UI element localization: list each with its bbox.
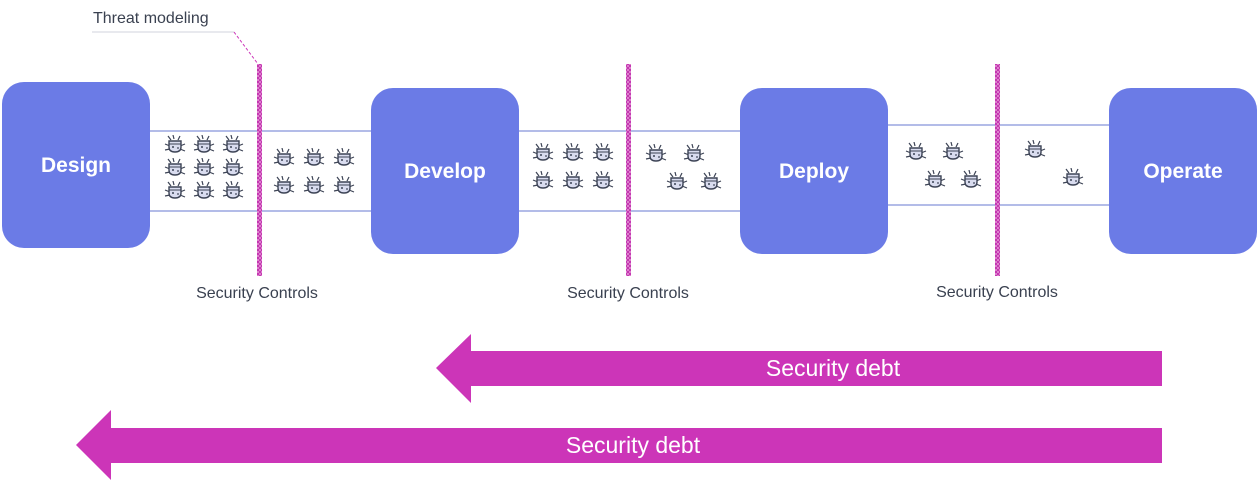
stage-develop: Develop [371,88,519,254]
bug-icon [222,181,244,199]
bug-group-deploy-after [1024,140,1084,186]
bug-icon [683,144,705,162]
bug-icon [193,158,215,176]
bug-group-develop-before [532,143,614,189]
bug-icon [164,181,186,199]
bug-group-design-before [164,135,244,199]
bug-icon [1062,168,1084,186]
threat-modeling-label: Threat modeling [93,10,209,27]
bug-icon [333,176,355,194]
bug-icon [562,143,584,161]
bug-icon [562,171,584,189]
stage-deploy: Deploy [740,88,888,254]
security-control-barrier-1 [257,64,262,276]
bug-group-design-after [273,148,355,194]
bug-icon [222,135,244,153]
security-control-barrier-3 [995,64,1000,276]
bug-icon [924,170,946,188]
security-control-barrier-2 [626,64,631,276]
bug-icon [700,172,722,190]
bug-icon [960,170,982,188]
bug-group-develop-after [645,144,722,190]
bug-icon [942,142,964,160]
bug-group-deploy-before [905,142,982,188]
bug-icon [592,143,614,161]
threat-modeling-annotation: Threat modeling [92,10,259,65]
bug-icon [1024,140,1046,158]
bug-icon [645,144,667,162]
bug-icon [592,171,614,189]
bug-icon [273,148,295,166]
security-debt-label-short: Security debt [766,355,901,381]
security-controls-label-3: Security Controls [936,284,1058,301]
bug-icon [193,135,215,153]
security-debt-arrow-short: Security debt [436,334,1162,403]
security-debt-arrow-long: Security debt [76,410,1162,480]
bug-icon [164,135,186,153]
bug-icon [193,181,215,199]
stage-design: Design [2,82,150,248]
stage-operate: Operate [1109,88,1257,254]
stage-design-label: Design [41,154,111,177]
security-debt-label-long: Security debt [566,432,701,458]
bug-icon [222,158,244,176]
bug-icon [666,172,688,190]
bug-icon [303,148,325,166]
bug-icon [333,148,355,166]
stage-operate-label: Operate [1143,160,1222,183]
bug-icon [905,142,927,160]
bug-icon [303,176,325,194]
security-controls-label-2: Security Controls [567,285,689,302]
stage-deploy-label: Deploy [779,160,849,183]
bug-icon [532,171,554,189]
bug-icon [532,143,554,161]
security-controls-label-1: Security Controls [196,285,318,302]
stage-develop-label: Develop [404,160,486,183]
bug-icon [164,158,186,176]
bug-icon [273,176,295,194]
